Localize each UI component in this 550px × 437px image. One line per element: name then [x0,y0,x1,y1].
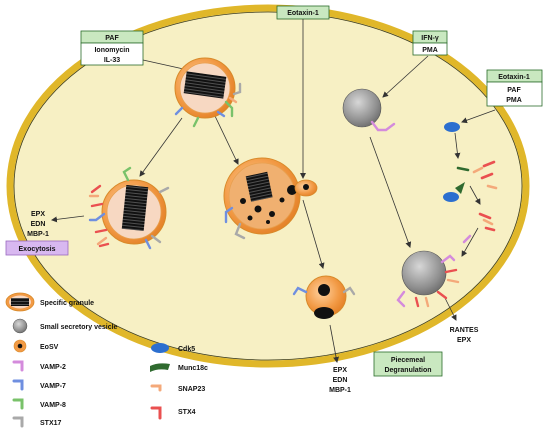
exocytosis-label: Exocytosis [19,246,56,253]
arrow-cdk5-step-3 [461,227,479,257]
exocytosis-output-line-3: MBP-1 [27,231,49,238]
stimulus-left-header: PAF [105,35,119,42]
cdk5-munc18c-pathway [443,122,498,244]
eosv-output-line-3: MBP-1 [329,387,351,394]
eosv-output-line-2: EDN [333,377,348,384]
pathway-arrows [51,19,496,363]
legend-label-vamp-7: VAMP-7 [40,383,66,390]
stx4-icon [150,406,162,420]
stimulus-right-line-1: PAF [507,87,521,94]
legend-label-cdk5: Cdk5 [178,346,195,353]
legend-cdk5: Cdk5 [151,343,195,353]
exocytosis-output-line-1: EPX [31,211,45,218]
exocytosis-output: EPX EDN MBP-1 Exocytosis [5,211,69,256]
stimulus-box-left: PAF Ionomycin IL-33 [80,30,144,66]
specific-granule-top [174,57,242,128]
arrow-exocytosis-release [51,215,85,223]
stimulus-ifn-line-1: PMA [422,47,438,54]
cell-membrane-inner-line [13,11,523,361]
specific-granule-icon [5,292,35,312]
arrow-to-exocytosis-granule [139,117,183,177]
legend-vamp-2: VAMP-2 [12,360,66,372]
stimulus-left-line-2: IL-33 [104,57,120,64]
piecemeal-output: RANTES EPX Piecemeal Degranulation [373,327,479,377]
vamp-7-icon [12,379,24,391]
piecemeal-label-line-2: Degranulation [384,367,431,374]
legend-specific-granule: Specific granule [5,292,94,312]
eosv-vesicle [292,275,356,319]
legend-label-specific-granule: Specific granule [40,300,94,307]
legend-stx4: STX4 [150,406,196,420]
legend-eosv: EoSV [13,339,59,353]
stimulus-box-top: Eotaxin-1 [276,5,330,20]
piecemeal-output-line-2: EPX [457,337,471,344]
snap23-icon [150,384,162,392]
legend-snap23: SNAP23 [150,384,205,393]
arrow-to-swelling-granule [214,115,239,165]
cdk5-icon [151,343,169,353]
arrow-right-stimulus [461,109,496,124]
stx17-icon [12,416,24,428]
exocytosis-granule [88,166,170,250]
vamp-2-icon [12,360,24,372]
small-secretory-vesicle-icon [12,318,28,334]
legend-label-eosv: EoSV [40,344,59,351]
legend-vamp-8: VAMP-8 [12,398,66,410]
legend-label-small-secretory-vesicle: Small secretory vesicle [40,324,118,331]
legend-label-vamp-2: VAMP-2 [40,364,66,371]
legend-vamp-7: VAMP-7 [12,379,66,391]
piecemeal-label-box [373,351,443,377]
stimulus-left-line-1: Ionomycin [94,47,129,54]
eosv-output: EPX EDN MBP-1 [329,367,351,394]
legend-stx17: STX17 [12,416,62,428]
piecemeal-label-line-1: Piecemeal [391,357,425,364]
stimulus-right-line-2: PMA [506,97,522,104]
stimulus-box-ifn: IFN-γ PMA [412,30,448,56]
stimulus-box-right: Eotaxin-1 PAF PMA [486,69,543,107]
vamp-8-icon [12,398,24,410]
exocytosis-output-line-2: EDN [31,221,46,228]
arrow-cdk5-step-2 [469,185,481,205]
stimulus-top-header: Eotaxin-1 [287,10,319,17]
arrow-left-stimulus [142,59,189,72]
stimulus-right-header: Eotaxin-1 [498,74,530,81]
small-secretory-vesicle-top [342,88,396,132]
legend-label-stx4: STX4 [178,409,196,416]
small-secretory-vesicle-fusing [396,250,460,308]
legend-label-stx17: STX17 [40,420,62,427]
legend: Specific granule Small secretory vesicle… [5,292,208,428]
munc18c-icon [150,363,170,372]
swelling-granule [223,157,318,240]
arrow-to-eosv [302,199,325,269]
cdk5-top [444,122,460,132]
legend-small-secretory-vesicle: Small secretory vesicle [12,318,118,334]
stimulus-ifn-header: IFN-γ [421,35,439,42]
arrow-eosv-release [329,324,340,363]
eosv-output-line-1: EPX [333,367,347,374]
exocytosis-label-box [5,240,69,256]
arrow-cdk5-step-1 [454,132,461,159]
arrow-ifn-stimulus [382,55,429,98]
eosv-icon [13,339,27,353]
piecemeal-output-line-1: RANTES [450,327,479,334]
legend-label-munc18c: Munc18c [178,365,208,372]
legend-munc18c: Munc18c [150,363,208,372]
legend-label-snap23: SNAP23 [178,386,205,393]
legend-label-vamp-8: VAMP-8 [40,402,66,409]
arrow-piecemeal-release [443,295,457,321]
arrow-to-secretory-vesicle [369,136,412,248]
